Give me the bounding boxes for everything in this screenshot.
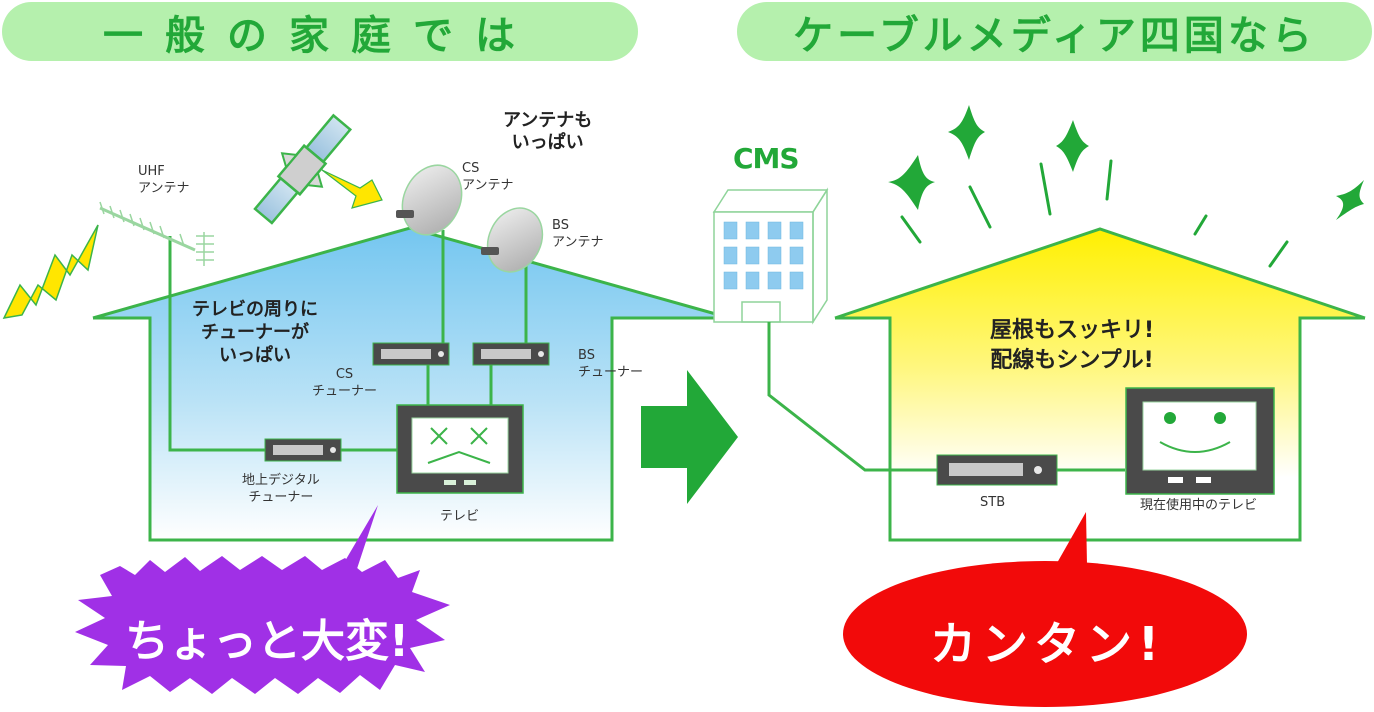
right-note-line1: 屋根もスッキリ!	[990, 316, 1154, 346]
sparkle-icon	[1056, 120, 1089, 172]
right-note-line2: 配線もシンプル!	[990, 346, 1154, 376]
uhf-label-line2: アンテナ	[138, 180, 189, 197]
right-house-note: 屋根もスッキリ! 配線もシンプル!	[990, 316, 1154, 376]
happy-tv-icon	[1126, 388, 1274, 494]
cs-antenna-line2: アンテナ	[462, 177, 513, 194]
house-note-line3: いっぱい	[192, 344, 318, 367]
antenna-note-line2: いっぱい	[503, 132, 592, 154]
sad-tv-icon	[397, 405, 523, 493]
cs-antenna-line1: CS	[462, 160, 513, 177]
cs-antenna-label: CS アンテナ	[462, 160, 513, 194]
stb-device	[937, 455, 1057, 485]
bs-antenna-label: BS アンテナ	[552, 217, 603, 251]
bs-tuner-device	[473, 343, 549, 365]
bs-antenna-line1: BS	[552, 217, 603, 234]
current-tv-label: 現在使用中のテレビ	[1140, 497, 1257, 514]
bs-tuner-line2: チューナー	[578, 364, 643, 381]
uhf-label-line1: UHF	[138, 163, 189, 180]
house-note-line2: チューナーが	[192, 321, 318, 344]
sparkle-icon	[1336, 180, 1364, 220]
bs-tuner-label: BS チューナー	[578, 347, 643, 381]
sparkle-icon	[888, 155, 935, 210]
cms-station-label: CMS	[733, 142, 799, 175]
sparkle-icons	[888, 105, 1364, 220]
transition-arrow-icon	[641, 370, 738, 504]
satellite-icon	[244, 106, 362, 233]
cs-tuner-line1: CS	[312, 366, 377, 383]
antenna-note-line1: アンテナも	[503, 110, 592, 132]
cs-tuner-line2: チューナー	[312, 383, 377, 400]
bs-antenna-line2: アンテナ	[552, 234, 603, 251]
right-house	[835, 229, 1365, 540]
tv-label: テレビ	[440, 508, 479, 525]
bs-tuner-line1: BS	[578, 347, 643, 364]
satellite-signal-icon	[322, 170, 382, 208]
difficult-bubble-text: ちょっと大変!	[125, 605, 409, 669]
cs-tuner-label: CS チューナー	[312, 366, 377, 400]
uhf-antenna-label: UHF アンテナ	[138, 163, 189, 197]
digital-tuner-line1: 地上デジタル	[242, 472, 320, 489]
cs-tuner-device	[373, 343, 449, 365]
easy-bubble-text: カンタン!	[930, 608, 1165, 674]
digital-tuner-device	[265, 439, 341, 461]
digital-tuner-line2: チューナー	[242, 489, 320, 506]
sparkle-icon	[948, 105, 985, 160]
antenna-note: アンテナも いっぱい	[503, 110, 592, 154]
left-house-note: テレビの周りに チューナーが いっぱい	[192, 298, 318, 367]
house-note-line1: テレビの周りに	[192, 298, 318, 321]
stb-label: STB	[980, 494, 1005, 511]
digital-tuner-label: 地上デジタル チューナー	[242, 472, 320, 506]
signal-bolt-icon	[4, 225, 98, 318]
